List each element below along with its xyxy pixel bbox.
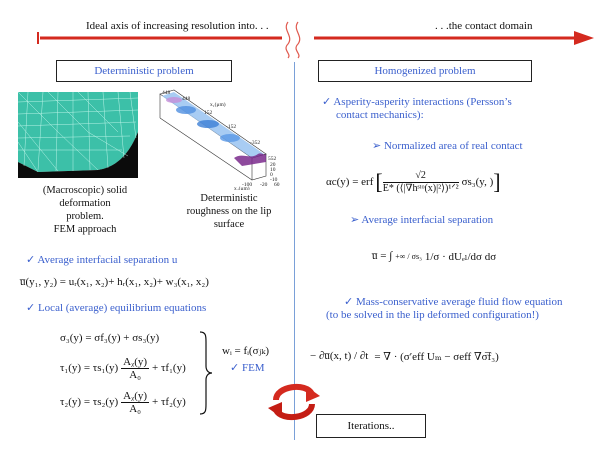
resolution-axis-arrow — [37, 21, 594, 59]
micro-caption-line: Deterministic — [200, 193, 258, 204]
sigma-equation: σ₃(y) = σf₃(y) + σs₃(y) — [60, 332, 160, 344]
integral-limits: +∞ / σs₃ — [395, 251, 422, 261]
contact-area-bullet: ➢ Normalized area of real contact — [372, 140, 523, 152]
axis-right-label: . . .the contact domain — [435, 20, 533, 32]
alpha-lhs: αc(y) = erf — [326, 176, 374, 188]
fem-bullet: ✓ FEM — [230, 362, 265, 374]
w-equation: wᵢ = fᵢ(σⱼₖ) — [222, 345, 270, 357]
tau1-equation: τ₁(y) = τs₁(y) Aᵪ(y) A₀ + τf₁(y) — [60, 354, 186, 382]
u-lhs: u̅ = ∫ — [372, 250, 393, 262]
alpha-fraction: √2 E* (⟨|∇hˢᵗᵒ(x)|²⟩)¹ᐟ² — [382, 170, 459, 195]
mass-flow-bullet: ✓ Mass-conservative average fluid flow e… — [326, 296, 562, 322]
iterations-box: Iterations.. — [316, 414, 426, 438]
svg-text:-20: -20 — [260, 182, 268, 188]
svg-text:10: 10 — [270, 167, 276, 173]
alpha-equation: αc(y) = erf [ √2 E* (⟨|∇hˢᵗᵒ(x)|²⟩)¹ᐟ² σ… — [326, 164, 501, 200]
mass-flow-line: (to be solved in the lip deformed config… — [326, 309, 539, 321]
iteration-cycle-icon — [268, 383, 320, 421]
asperity-line: contact mechanics): — [336, 109, 424, 121]
micro-caption-line: surface — [213, 219, 245, 230]
separation-equation: u̅(y₁, y₂) = uᵣ(x₁, x₂)+ hᵣ(x₁, x₂)+ w₃(… — [20, 276, 209, 288]
asperity-line: ✓ Asperity-asperity interactions (Persso… — [322, 96, 512, 108]
svg-text:152: 152 — [204, 110, 213, 116]
macro-caption-line: (Macroscopic) solid — [42, 185, 128, 196]
axis-arrowhead — [574, 31, 594, 45]
micro-caption: Deterministic roughness on the lip surfa… — [174, 192, 284, 231]
equation-group-brace — [199, 331, 213, 415]
tau1-lhs: τ₁(y) = τs₁(y) — [60, 362, 119, 374]
svg-text:-352: -352 — [250, 140, 260, 146]
mass-flow-line: ✓ Mass-conservative average fluid flow e… — [344, 296, 563, 308]
alpha-denominator: E* (⟨|∇hˢᵗᵒ(x)|²⟩)¹ᐟ² — [382, 182, 459, 194]
svg-text:-152: -152 — [226, 124, 236, 130]
macro-caption-line: problem. — [66, 211, 104, 222]
flow-equation: − ∂u̅(x, t) / ∂t = ∇ · (σ′eff Uₘ − σeff … — [310, 338, 499, 374]
macro-caption: (Macroscopic) solid deformation problem.… — [30, 184, 140, 236]
deterministic-problem-title: Deterministic problem — [56, 60, 232, 82]
avg-separation-bullet: ➢ Average interfacial separation — [350, 214, 494, 226]
svg-text:448: 448 — [162, 90, 171, 96]
tau2-equation: τ₂(y) = τs₂(y) Aᵪ(y) A₀ + τf₂(y) — [60, 388, 186, 416]
alpha-numerator: √2 — [382, 170, 459, 183]
alpha-rhs: σs₃(y, ) — [461, 176, 494, 188]
section-divider — [294, 62, 295, 440]
axis-break-mark — [295, 21, 301, 59]
micro-caption-line: roughness on the lip — [186, 206, 272, 217]
svg-text:-10: -10 — [270, 177, 278, 183]
svg-text:x₂(μm): x₂(μm) — [234, 185, 250, 190]
axis-break-mark — [285, 21, 291, 59]
contact-fraction: Aᵪ(y) A₀ — [121, 389, 150, 415]
separation-bullet: ✓ Average interfacial separation u — [26, 254, 178, 266]
asperity-bullet: ✓ Asperity-asperity interactions (Persso… — [322, 96, 512, 122]
tau2-rhs: + τf₂(y) — [152, 396, 186, 408]
flow-rhs: = ∇ · (σ′eff Uₘ − σeff ∇σ̅f₃) — [374, 350, 499, 363]
tau2-lhs: τ₂(y) = τs₂(y) — [60, 396, 119, 408]
tau1-rhs: + τf₁(y) — [152, 362, 186, 374]
homogenized-problem-title: Homogenized problem — [318, 60, 532, 82]
svg-text:60: 60 — [274, 182, 280, 188]
axis-left-label: Ideal axis of increasing resolution into… — [86, 20, 269, 32]
svg-text:552: 552 — [268, 156, 277, 162]
fraction-numerator: Aᵪ(y) — [121, 355, 150, 369]
fem-mesh-image — [18, 92, 138, 178]
svg-text:-100: -100 — [242, 182, 252, 188]
svg-text:448: 448 — [182, 96, 191, 102]
u-integral-equation: u̅ = ∫ +∞ / σs₃ 1/σ · dUₑₗ/dσ dσ — [372, 236, 496, 276]
svg-text:x₁(μm): x₁(μm) — [210, 101, 226, 108]
macro-caption-line: FEM approach — [53, 224, 117, 235]
u-integrand: 1/σ · dUₑₗ/dσ dσ — [424, 250, 497, 263]
bracket-right: ] — [493, 169, 501, 194]
flow-lhs: − ∂u̅(x, t) / ∂t — [310, 350, 369, 362]
macro-caption-line: deformation — [59, 198, 111, 209]
svg-text:20: 20 — [270, 162, 276, 168]
equilibrium-bullet: ✓ Local (average) equilibrium equations — [26, 302, 207, 314]
fraction-numerator: Aᵪ(y) — [121, 389, 150, 403]
contact-fraction: Aᵪ(y) A₀ — [121, 355, 150, 381]
bracket-left: [ — [375, 169, 383, 194]
roughness-3d-plot: 448 448 152 -152 -352 552 20 10 0 -10 -1… — [159, 89, 280, 190]
svg-text:0: 0 — [270, 172, 273, 178]
fraction-denominator: A₀ — [129, 368, 141, 381]
fraction-denominator: A₀ — [129, 402, 141, 415]
